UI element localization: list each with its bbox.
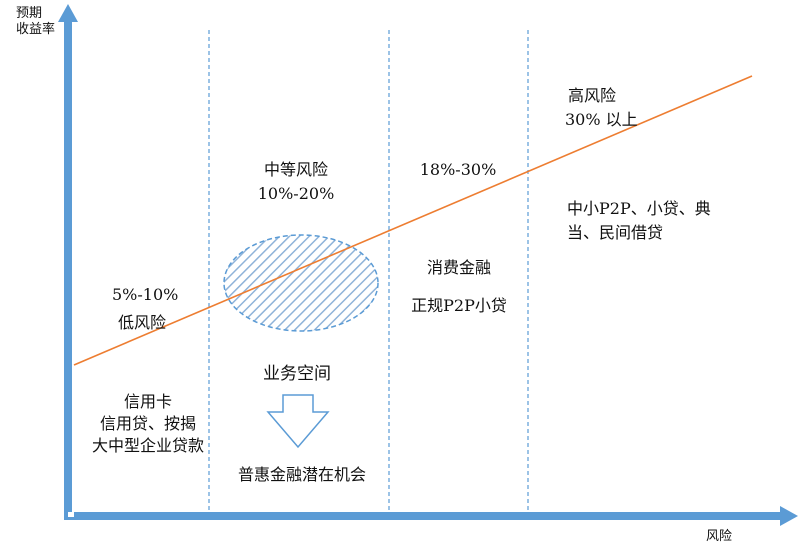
low-risk-product-3: 大中型企业贷款: [91, 436, 205, 455]
y-axis-label: 预期 收益率: [16, 6, 55, 39]
y-axis-label-line2: 收益率: [16, 22, 56, 38]
low-risk-rate: 5%-10%: [112, 285, 179, 304]
inclusive-finance-opportunity: 普惠金融潜在机会: [237, 465, 367, 484]
x-axis-arrowhead: [780, 506, 798, 526]
consumer-finance-label: 消费金融: [426, 258, 492, 277]
business-space-label: 业务空间: [263, 364, 331, 384]
high-risk-rate: 30% 以上: [565, 110, 638, 129]
low-risk-label: 低风险: [118, 313, 167, 332]
low-risk-product-1: 信用卡: [123, 392, 173, 411]
y-axis-arrowhead: [58, 4, 78, 22]
x-axis: [64, 512, 784, 520]
high-risk-label: 高风险: [568, 86, 617, 105]
y-axis: [64, 18, 72, 520]
high-risk-products-1: 中小P2P、小贷、典: [567, 199, 711, 218]
p2p-loan-label: 正规P2P小贷: [411, 296, 507, 315]
medium-risk-label: 中等风险: [263, 160, 329, 179]
high-risk-products-2: 当、民间借贷: [567, 223, 664, 242]
consumer-rate: 18%-30%: [419, 160, 497, 179]
low-risk-product-2: 信用贷、按揭: [99, 414, 197, 433]
y-axis-label-line1: 预期: [16, 6, 43, 21]
origin-marker: [68, 512, 74, 517]
x-axis-label: 风险: [706, 529, 733, 544]
medium-risk-rate: 10%-20%: [257, 184, 335, 203]
business-space-ellipse: [223, 234, 379, 332]
down-arrow-icon: [266, 394, 330, 449]
trend-line: [73, 75, 753, 366]
